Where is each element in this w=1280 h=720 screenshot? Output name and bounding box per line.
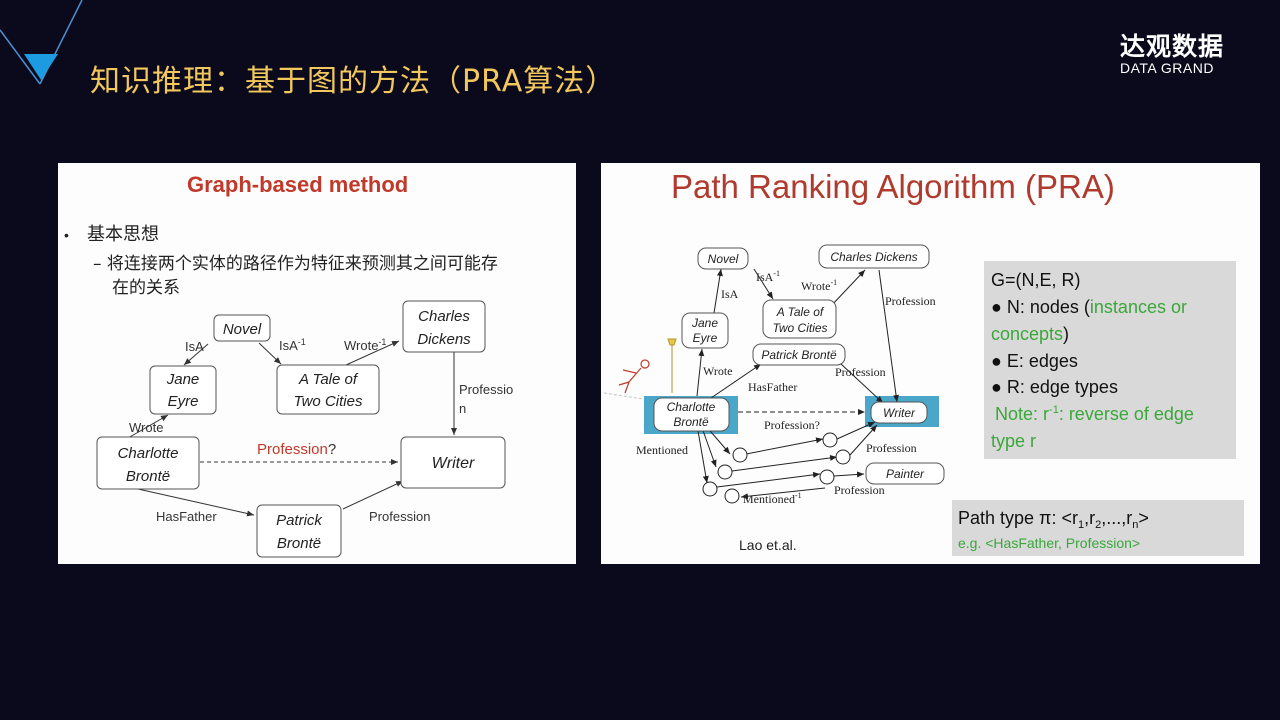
path-type-line: Path type π: <r1,r2,...,rn> — [958, 508, 1149, 531]
left-edge-profession: Profession — [369, 509, 430, 524]
left-edge-profession-query: Profession? — [257, 441, 336, 458]
bullet-basic-idea: 基本思想 — [87, 224, 159, 245]
left-node-patrick-box — [256, 504, 342, 558]
citation: Lao et.al. — [739, 537, 797, 553]
left-node-dickens-line1: Charles — [418, 308, 470, 325]
info-edges-line: ● E: edges — [991, 351, 1078, 371]
right-node-writer: Writer — [883, 406, 916, 420]
anonymous-nodes — [702, 432, 851, 504]
left-diagram: Graph-based method • 基本思想 – 将连接两个实体的路径作为… — [64, 172, 513, 558]
left-node-patrick-line2: Brontë — [277, 535, 321, 552]
info-nodes-line2: concepts) — [991, 324, 1069, 344]
right-edge-isa-inv: IsA-1 — [756, 269, 780, 284]
left-edge-wrote: Wrote — [129, 420, 163, 435]
right-node-painter-box — [865, 462, 945, 485]
torch-icon — [667, 338, 677, 393]
right-node-charlotte-line1: Charlotte — [667, 400, 716, 414]
brand-logo: 达观数据 DATA GRAND — [1120, 32, 1225, 77]
left-heading: Graph-based method — [187, 172, 408, 197]
right-edge-profession-top: Profession — [885, 294, 936, 308]
right-node-painter: Painter — [886, 467, 925, 481]
right-heading: Path Ranking Algorithm (PRA) — [671, 168, 1115, 205]
logo-triangle-icon — [0, 0, 83, 85]
left-node-writer: Writer — [432, 455, 475, 472]
left-edge-isa-inv: IsA-1 — [279, 337, 306, 353]
right-node-tale-line2: Two Cities — [772, 321, 827, 335]
graph-based-method-panel: Graph-based method • 基本思想 – 将连接两个实体的路径作为… — [58, 163, 576, 564]
right-node-tale-line1: A Tale of — [776, 305, 825, 319]
info-edge-types-line: ● R: edge types — [991, 377, 1118, 397]
right-node-writer-box — [870, 401, 928, 424]
left-node-tale-line2: Two Cities — [294, 393, 363, 410]
sub-bullet-line1: – 将连接两个实体的路径作为特征来预测其之间可能存 — [93, 254, 498, 274]
right-node-novel: Novel — [708, 252, 739, 266]
right-node-tale-box — [762, 299, 837, 339]
left-node-writer-box — [400, 436, 506, 489]
right-edge-mentioned: Mentioned — [636, 443, 688, 457]
right-edge-isa: IsA — [721, 287, 739, 301]
graph-definition-box — [984, 261, 1236, 459]
left-node-charlotte-line2: Brontë — [126, 468, 170, 485]
left-node-novel-box — [213, 314, 271, 342]
right-node-patrick-box — [752, 343, 846, 366]
brand-name-en: DATA GRAND — [1120, 60, 1214, 76]
info-note-line1: Note: r-1: reverse of edge — [995, 404, 1194, 424]
slide-title: 知识推理：基于图的方法（PRA算法） — [90, 64, 617, 99]
left-node-jane-eyre-box — [149, 365, 217, 415]
right-node-charlotte-line2: Brontë — [673, 415, 709, 429]
info-g-line: G=(N,E, R) — [991, 270, 1081, 290]
pra-panel: Path Ranking Algorithm (PRA) — [601, 163, 1260, 564]
right-node-novel-box — [697, 247, 749, 270]
right-edge-profession-mid: Profession — [835, 365, 886, 379]
right-edge-hasfather: HasFather — [748, 380, 797, 394]
right-node-charlotte-box — [653, 397, 730, 432]
left-node-dickens-line2: Dickens — [417, 331, 471, 348]
left-node-novel: Novel — [223, 321, 262, 338]
left-edge-hasfather: HasFather — [156, 509, 217, 524]
left-node-charlotte-box — [96, 436, 200, 490]
right-edge-mentioned-inv: Mentioned-1 — [743, 491, 802, 506]
right-node-jane-eyre-line2: Eyre — [693, 331, 718, 345]
info-note-line2: type r — [991, 431, 1036, 451]
left-edge-isa: IsA — [185, 339, 204, 354]
path-type-box — [952, 500, 1244, 556]
left-node-dickens-box — [402, 300, 486, 353]
bullet-dot-icon: • — [64, 227, 69, 243]
left-node-jane-eyre-line2: Eyre — [168, 393, 199, 410]
left-edges — [127, 340, 457, 517]
left-node-jane-eyre-line1: Jane — [166, 371, 200, 388]
right-node-dickens: Charles Dickens — [830, 250, 917, 264]
right-diagram: Path Ranking Algorithm (PRA) — [603, 168, 1244, 556]
left-edge-professio-line1: Professio — [459, 382, 513, 397]
brand-name-cn: 达观数据 — [1120, 32, 1225, 61]
right-node-jane-eyre-box — [681, 312, 729, 349]
right-edge-profession-query: Profession? — [764, 418, 820, 432]
path-type-example: e.g. <HasFather, Profession> — [958, 535, 1140, 551]
left-node-patrick-line1: Patrick — [276, 512, 323, 529]
right-edge-profession-bottom: Profession — [834, 483, 885, 497]
right-node-patrick: Patrick Brontë — [761, 348, 837, 362]
left-node-tale-line1: A Tale of — [298, 371, 359, 388]
right-edge-wrote-inv: Wrote-1 — [801, 278, 837, 293]
left-node-tale-box — [276, 364, 380, 415]
right-edge-profession-low: Profession — [866, 441, 917, 455]
stick-figure-icon — [603, 359, 650, 400]
right-edges — [696, 268, 900, 500]
left-edge-professio-line2: n — [459, 401, 466, 416]
right-edge-wrote: Wrote — [703, 364, 733, 378]
info-nodes-line: ● N: nodes (instances or — [991, 297, 1187, 317]
sub-bullet-line2: 在的关系 — [112, 278, 180, 298]
left-node-charlotte-line1: Charlotte — [118, 445, 179, 462]
right-node-jane-eyre-line1: Jane — [691, 316, 718, 330]
left-edge-wrote-inv: Wrote-1 — [344, 337, 386, 353]
right-node-dickens-box — [818, 244, 930, 269]
